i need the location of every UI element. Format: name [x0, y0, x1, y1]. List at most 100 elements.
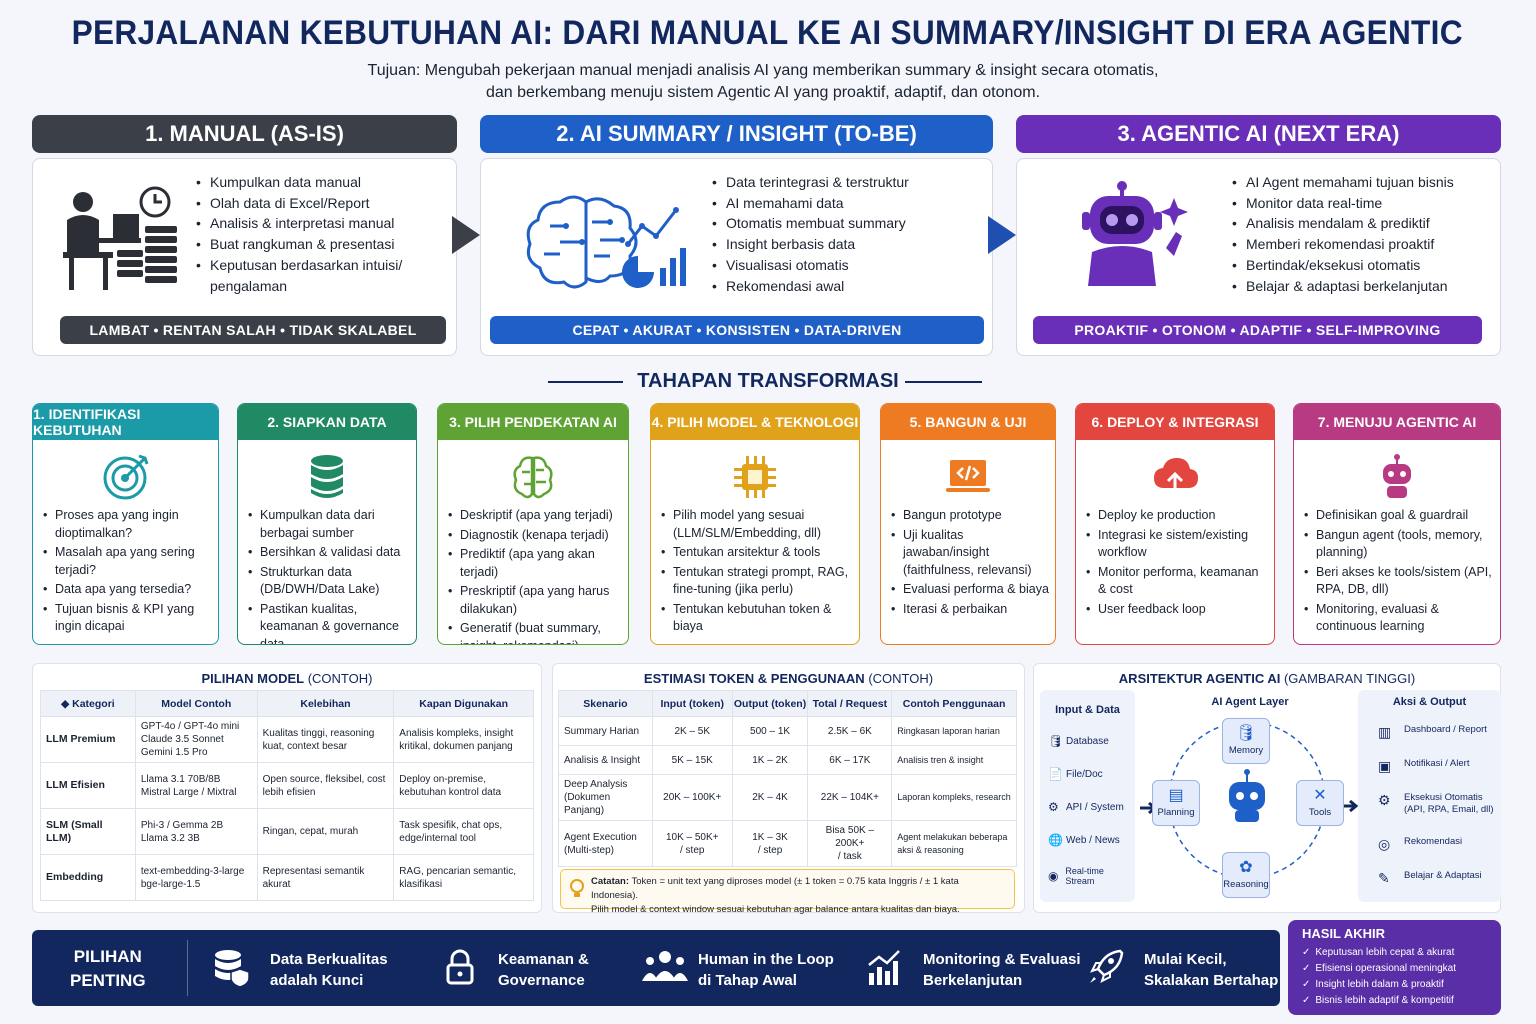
model-table-cell: Phi-3 / Gemma 2B Llama 3.2 3B: [134, 808, 258, 855]
step-list-item: Integrasi ke sistem/existing workflow: [1086, 527, 1268, 562]
step-card-1: 1. IDENTIFIKASI KEBUTUHANProses apa yang…: [32, 403, 219, 645]
step-list-item: Evaluasi performa & biaya: [891, 581, 1049, 599]
token-table-cell: 22K – 104K+: [807, 774, 893, 821]
final-result-title: HASIL AKHIR: [1302, 926, 1386, 941]
step-title: 5. BANGUN & UJI: [881, 404, 1055, 440]
arch-layer-title: AI Agent Layer: [1211, 696, 1289, 708]
important-choice-label: Keamanan & Governance: [498, 951, 589, 989]
database-icon: 🛢: [1048, 734, 1064, 748]
automation-icon: ⚙: [1378, 792, 1391, 808]
step-list-item: Iterasi & perbaikan: [891, 601, 1049, 619]
robot-assistant-icon: [1062, 178, 1192, 303]
important-choice-item: Data Berkualitas adalah Kunci: [212, 947, 388, 993]
step-title: 7. MENUJU AGENTIC AI: [1294, 404, 1500, 440]
arch-input-item: ◉ Real-time Stream: [1048, 866, 1133, 886]
step-list-item: Deskriptif (apa yang terjadi): [448, 507, 622, 525]
token-table-cell: 2K – 5K: [651, 716, 733, 746]
token-table-cell: Laporan kompleks, research: [891, 774, 1017, 821]
table-row: Agent Execution (Multi-step)10K – 50K+ /…: [558, 820, 1017, 867]
arch-input-item: ⚙API / System: [1048, 800, 1133, 814]
step-card-4: 4. PILIH MODEL & TEKNOLOGI Pilih model ya…: [650, 403, 860, 645]
important-choices-bar: PILIHAN PENTING Data Berkualitas adalah …: [32, 930, 1280, 1006]
stream-icon: ◉: [1048, 869, 1059, 883]
token-table-cell: Bisa 50K – 200K+ / task: [807, 820, 893, 867]
model-table-cell: Deploy on-premise, kebutuhan kontrol dat…: [393, 762, 534, 809]
phase-list-item: Bertindak/eksekusi otomatis: [1232, 255, 1454, 276]
arch-output-title: Aksi & Output: [1392, 696, 1467, 708]
step-list: Definisikan goal & guardrailBangun agent…: [1304, 507, 1494, 638]
step-list-item: Masalah apa yang sering terjadi?: [43, 544, 212, 579]
arch-output-label: Rekomendasi: [1404, 836, 1463, 847]
step-list-item: Tujuan bisnis & KPI yang ingin dicapai: [43, 601, 212, 636]
arch-input-label: Database: [1066, 735, 1109, 747]
bar-divider: [187, 940, 188, 996]
arch-output-label: Dashboard / Report: [1404, 724, 1487, 735]
manual-worker-icon: [55, 180, 185, 305]
note-label: Catatan:: [591, 876, 630, 887]
chip-icon: [730, 452, 780, 502]
people-icon: [640, 947, 688, 993]
step-list-item: Uji kualitas jawaban/insight (faithfulne…: [891, 527, 1049, 580]
step-list-item: Tentukan arsitektur & tools: [661, 544, 853, 562]
web-icon: 🌐: [1048, 833, 1063, 847]
step-list-item: Tentukan strategi prompt, RAG, fine-tuni…: [661, 564, 853, 599]
arch-input-label: Web / News: [1066, 834, 1120, 846]
model-table-cell: RAG, pencarian semantic, klasifikasi: [393, 854, 534, 901]
arch-input-item: 🌐Web / News: [1048, 833, 1133, 847]
model-table-cell: LLM Efisien: [40, 762, 136, 809]
step-list: Bangun prototypeUji kualitas jawaban/ins…: [891, 507, 1049, 620]
final-result-box: HASIL AKHIR ✓Keputusan lebih cepat & aku…: [1288, 920, 1501, 1015]
step-list-item: Pilih model yang sesuai (LLM/SLM/Embeddi…: [661, 507, 853, 542]
token-table-cell: 2.5K – 6K: [807, 716, 893, 746]
agent-node-label: Reasoning: [1223, 879, 1269, 890]
important-choice-label: Mulai Kecil, Skalakan Bertahap: [1144, 951, 1279, 989]
phase-list-item: Memberi rekomendasi proaktif: [1232, 234, 1454, 255]
agent-node-tools: ✕Tools: [1296, 780, 1344, 826]
token-panel-title: ESTIMASI TOKEN & PENGGUNAAN (CONTOH): [643, 671, 934, 686]
arch-input-item: 🛢Database: [1048, 734, 1133, 748]
important-choice-label: Monitoring & Evaluasi Berkelanjutan: [923, 951, 1081, 989]
final-result-text: Insight lebih dalam & proaktif: [1315, 979, 1444, 990]
token-table-cell: Deep Analysis (Dokumen Panjang): [558, 774, 653, 821]
cloud-upload-icon: [1150, 452, 1200, 502]
model-table-cell: text-embedding-3-large bge-large-1.5: [134, 854, 258, 901]
step-list-item: Generatif (buat summary, insight, rekome…: [448, 620, 622, 644]
step-list: Pilih model yang sesuai (LLM/SLM/Embeddi…: [661, 507, 853, 638]
step-list-item: Pastikan kualitas, keamanan & governance…: [248, 601, 410, 645]
phase-list-item: Data terintegrasi & terstruktur: [712, 172, 909, 193]
final-result-item: ✓Keputusan lebih cepat & akurat: [1302, 945, 1487, 961]
arch-input-column: Input & Data 🛢Database📄File/Doc⚙API / Sy…: [1040, 690, 1135, 902]
architecture-panel-title: ARSITEKTUR AGENTIC AI (GAMBARAN TINGGI): [1118, 671, 1416, 686]
reasoning-icon: ✿: [1239, 859, 1253, 876]
agent-robot-icon: [1229, 769, 1265, 822]
robot-icon: [1372, 452, 1422, 502]
model-table-cell: Task spesifik, chat ops, edge/internal t…: [393, 808, 534, 855]
model-table-header: Kapan Digunakan: [393, 690, 534, 717]
model-table-cell: Llama 3.1 70B/8B Mistral Large / Mixtral: [134, 762, 258, 809]
arch-input-label: Real-time Stream: [1065, 866, 1104, 886]
step-card-6: 6. DEPLOY & INTEGRASIDeploy ke productio…: [1075, 403, 1275, 645]
tools-icon: ✕: [1313, 787, 1327, 804]
final-result-item: ✓Efisiensi operasional meningkat: [1302, 961, 1487, 977]
lock-icon: [440, 947, 488, 993]
token-table-header: Contoh Penggunaan: [891, 690, 1017, 717]
phase-agentic-list: AI Agent memahami tujuan bisnisMonitor d…: [1232, 172, 1454, 296]
step-title: 4. PILIH MODEL & TEKNOLOGI: [651, 404, 859, 440]
section-title: TAHAPAN TRANSFORMASI: [637, 370, 899, 392]
agent-node-label: Planning: [1157, 807, 1195, 818]
model-table-cell: Analisis kompleks, insight kritikal, dok…: [393, 716, 534, 763]
arch-output-label: Belajar & Adaptasi: [1404, 870, 1482, 881]
phase-arrow-2: [988, 216, 1016, 254]
token-note: Catatan: Token = unit text yang diproses…: [560, 869, 1015, 915]
brain-analytics-icon: [520, 192, 690, 307]
database-shield-icon: [212, 947, 260, 993]
arch-output-item: ✎Belajar & Adaptasi: [1378, 870, 1500, 887]
important-choice-label: Human in the Loop di Tahap Awal: [698, 951, 834, 989]
arch-output-item: ⚙Eksekusi Otomatis (API, RPA, Email, dll…: [1378, 792, 1500, 816]
